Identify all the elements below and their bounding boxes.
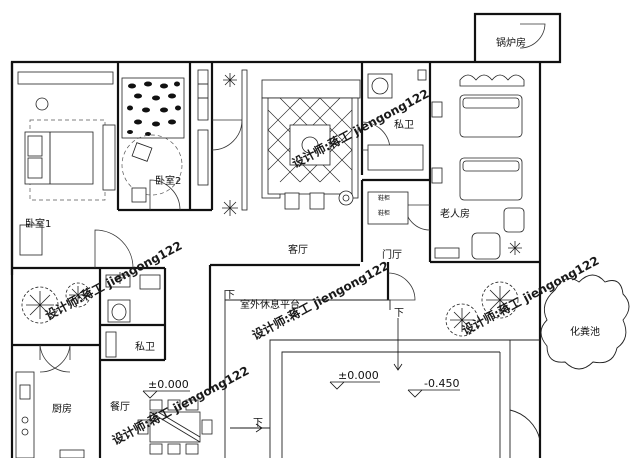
label-dining: 餐厅 <box>110 400 130 413</box>
dining-furniture <box>137 399 213 455</box>
level-kitchen: ±0.000 <box>148 378 189 391</box>
bedroom2-furniture <box>121 69 209 203</box>
level-yard: -0.450 <box>424 377 459 390</box>
doors <box>39 23 546 373</box>
label-septic-tank: 化粪池 <box>570 325 600 338</box>
living-furniture <box>241 69 361 211</box>
label-cabinet-a: 鞋柜 <box>378 194 390 202</box>
label-bedroom1: 卧室1 <box>25 217 51 230</box>
level-terrace: ±0.000 <box>338 369 379 382</box>
bath-top-fixtures <box>367 69 427 171</box>
label-bath-bottom: 私卫 <box>135 341 155 353</box>
septic-tank-outline <box>540 274 630 370</box>
terrace-outline <box>224 290 541 458</box>
stair-down-1: 下 <box>394 308 404 319</box>
level-markers <box>142 318 460 433</box>
kitchen-fixtures <box>15 371 85 458</box>
label-cabinet-b: 鞋柜 <box>378 209 390 217</box>
bedroom1-furniture <box>17 71 116 256</box>
label-hall: 门厅 <box>382 248 402 261</box>
label-kitchen: 厨房 <box>52 402 72 415</box>
label-living-room: 客厅 <box>288 243 308 256</box>
label-terrace: 室外休息平台 <box>240 298 300 311</box>
label-boiler-room: 锅炉房 <box>496 36 526 49</box>
bath-bottom-fixtures <box>105 274 161 358</box>
elder-room-furniture <box>367 74 525 260</box>
label-elder-room: 老人房 <box>440 207 470 220</box>
stair-down-2: 下 <box>253 418 263 429</box>
plants <box>21 73 522 337</box>
stair-down-3: 下 <box>225 290 235 301</box>
label-bath-top: 私卫 <box>394 119 414 131</box>
walls <box>10 12 562 458</box>
label-bedroom2: 卧室2 <box>155 174 181 187</box>
watermark-4: 设计师:蒋工 jiengong122 <box>459 253 601 338</box>
